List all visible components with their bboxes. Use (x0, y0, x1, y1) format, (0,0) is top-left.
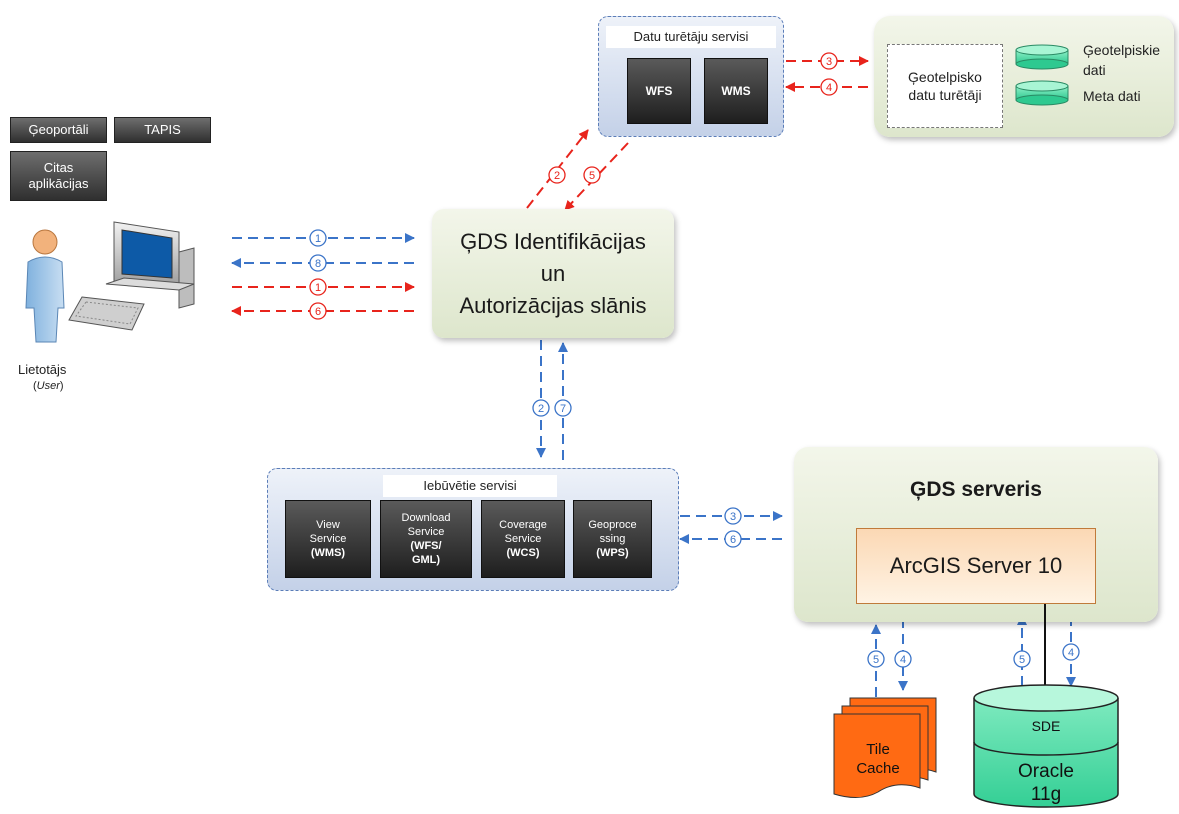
app-tapis: TAPIS (114, 117, 211, 143)
sde-label: SDE (1031, 718, 1061, 734)
arrow-provider-query: 3 (786, 52, 869, 70)
arrow-builtin-to-server: 3 (680, 507, 783, 525)
oracle-db-icon (973, 684, 1119, 808)
step-label: 6 (730, 534, 736, 546)
app-label: TAPIS (144, 122, 181, 137)
geo-data-db-icon (1015, 44, 1069, 70)
service-name: Geoproce ssing (588, 519, 637, 545)
step-label: 6 (315, 306, 321, 318)
arrow-provider-reply: 4 (785, 78, 868, 96)
tile-line-2: Cache (856, 760, 900, 777)
step-label: 2 (554, 170, 560, 182)
arrow-oracle-up: 5 (1013, 615, 1031, 686)
auth-line-3: Autorizācijas slānis (459, 292, 647, 318)
step-label: 7 (560, 403, 566, 415)
arcgis-label: ArcGIS Server 10 (889, 553, 1063, 578)
arrow-server-to-builtin: 6 (679, 530, 782, 548)
arrow-provider-to-auth: 5 (564, 142, 629, 211)
holders-line-1: Ģeotelpisko (908, 69, 982, 85)
step-label: 3 (826, 56, 832, 68)
auth-line-1: ĢDS Identifikācijas (460, 228, 646, 254)
db1-line-1: Ģeotelpiskie (1083, 42, 1161, 58)
user-computer-icon (25, 221, 195, 343)
step-label: 3 (730, 511, 736, 523)
meta-data-label: Meta dati (1083, 88, 1141, 104)
service-name: View Service (309, 519, 347, 545)
service-view: View Service (WMS) (285, 500, 371, 578)
arrow-user-to-auth-red: 1 (232, 278, 415, 296)
paren-close: ) (59, 380, 64, 392)
service-geoprocessing: Geoproce ssing (WPS) (573, 500, 652, 578)
service-label: WMS (721, 84, 751, 98)
app-citas: Citas aplikācijas (10, 151, 107, 201)
service-label: WFS (645, 84, 673, 98)
step-label: 2 (538, 403, 544, 415)
auth-layer-box: ĢDS Identifikācijas un Autorizācijas slā… (432, 209, 674, 338)
service-name: Download Service (401, 512, 451, 538)
service-code: (WMS) (310, 547, 346, 559)
step-label: 4 (900, 654, 906, 666)
user-label: Lietotājs (18, 362, 67, 377)
tile-cache-icon (833, 697, 937, 798)
geo-data-label: Ģeotelpiskie dati (1083, 40, 1160, 80)
tile-line-1: Tile (866, 741, 890, 758)
user-english: User (36, 380, 60, 392)
arrow-auth-to-provider: 2 (526, 129, 589, 209)
auth-line-2: un (540, 260, 566, 286)
service-code: (WCS) (506, 547, 540, 559)
meta-data-db-icon (1015, 80, 1069, 106)
service-download: Download Service (WFS/ GML) (380, 500, 472, 578)
arrow-auth-to-user-blue: 8 (231, 254, 414, 272)
holders-line-2: datu turētāji (908, 87, 982, 103)
arrow-tile-up: 5 (867, 624, 885, 697)
service-code: (WFS/ GML) (410, 540, 442, 566)
data-holders-box: Ģeotelpisko datu turētāji (887, 44, 1003, 128)
arrow-builtin-to-auth: 7 (554, 342, 572, 460)
oracle-label: Oracle 11g (974, 760, 1118, 806)
step-label: 4 (826, 82, 832, 94)
service-coverage: Coverage Service (WCS) (481, 500, 565, 578)
oracle-line-1: Oracle (1018, 761, 1074, 782)
step-label: 1 (315, 233, 321, 245)
arrow-oracle-down: 4 (1062, 616, 1080, 687)
arrow-tile-down: 4 (894, 618, 912, 691)
user-sublabel: (User) (33, 380, 64, 392)
tile-cache-label: Tile Cache (836, 740, 920, 778)
service-wms: WMS (704, 58, 768, 124)
database-icons (1015, 44, 1069, 106)
service-wfs: WFS (627, 58, 691, 124)
app-label: Ģeoportāli (28, 122, 89, 137)
step-label: 1 (315, 282, 321, 294)
service-name: Coverage Service (499, 519, 547, 545)
arcgis-server-box: ArcGIS Server 10 (856, 528, 1096, 604)
provider-services-title: Datu turētāju servisi (606, 26, 776, 48)
step-label: 5 (1019, 654, 1025, 666)
sde-connector-line (1044, 604, 1046, 706)
arrow-auth-to-builtin: 2 (532, 340, 550, 458)
arrow-user-to-auth-blue: 1 (232, 229, 415, 247)
step-label: 4 (1068, 647, 1074, 659)
app-label: Citas aplikācijas (28, 160, 89, 191)
step-label: 5 (589, 170, 595, 182)
db1-line-2: dati (1083, 62, 1106, 78)
app-geoportali: Ģeoportāli (10, 117, 107, 143)
arrow-auth-to-user-red: 6 (231, 302, 414, 320)
service-code: (WPS) (596, 547, 629, 559)
oracle-line-2: 11g (1030, 784, 1062, 805)
step-label: 8 (315, 258, 321, 270)
gds-server-title: ĢDS serveris (910, 478, 1042, 501)
paren-open: ( (33, 380, 37, 392)
step-label: 5 (873, 654, 879, 666)
builtin-services-title: Iebūvētie servisi (383, 475, 557, 497)
